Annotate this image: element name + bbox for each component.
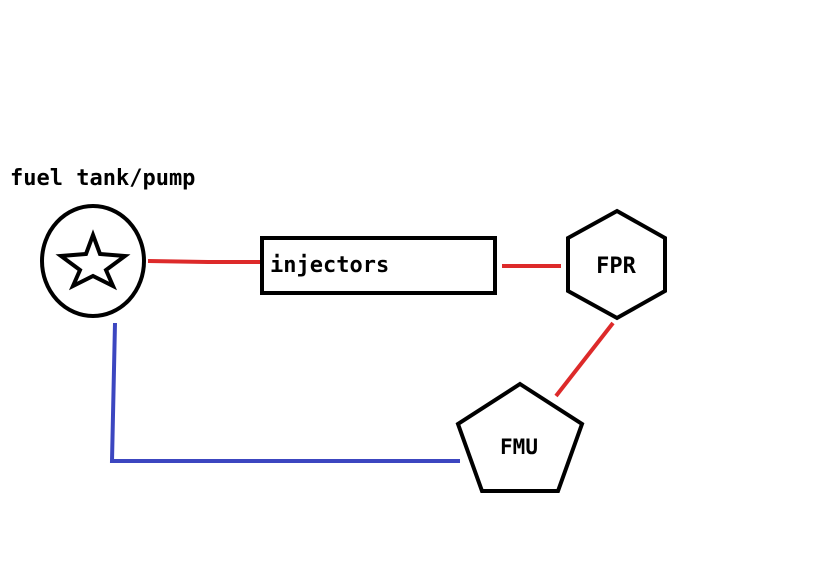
line-tank-to-injectors	[147, 259, 264, 264]
tank-circle	[40, 204, 146, 318]
fpr-hexagon	[566, 208, 667, 321]
line-fmu-return-to-tank	[109, 322, 460, 463]
injectors-box	[260, 236, 497, 295]
star-icon	[55, 229, 131, 291]
fpr-label: FPR	[596, 254, 636, 279]
fpr-node: FPR	[566, 208, 667, 321]
injectors-label: injectors	[270, 253, 389, 278]
fmu-pentagon	[455, 381, 585, 493]
fuel-tank-node	[40, 204, 146, 318]
line-fpr-to-fmu	[554, 321, 615, 398]
fmu-node: FMU	[455, 381, 585, 493]
tank-label: fuel tank/pump	[10, 166, 195, 191]
injectors-node: injectors	[260, 236, 497, 295]
fmu-label: FMU	[500, 435, 538, 459]
